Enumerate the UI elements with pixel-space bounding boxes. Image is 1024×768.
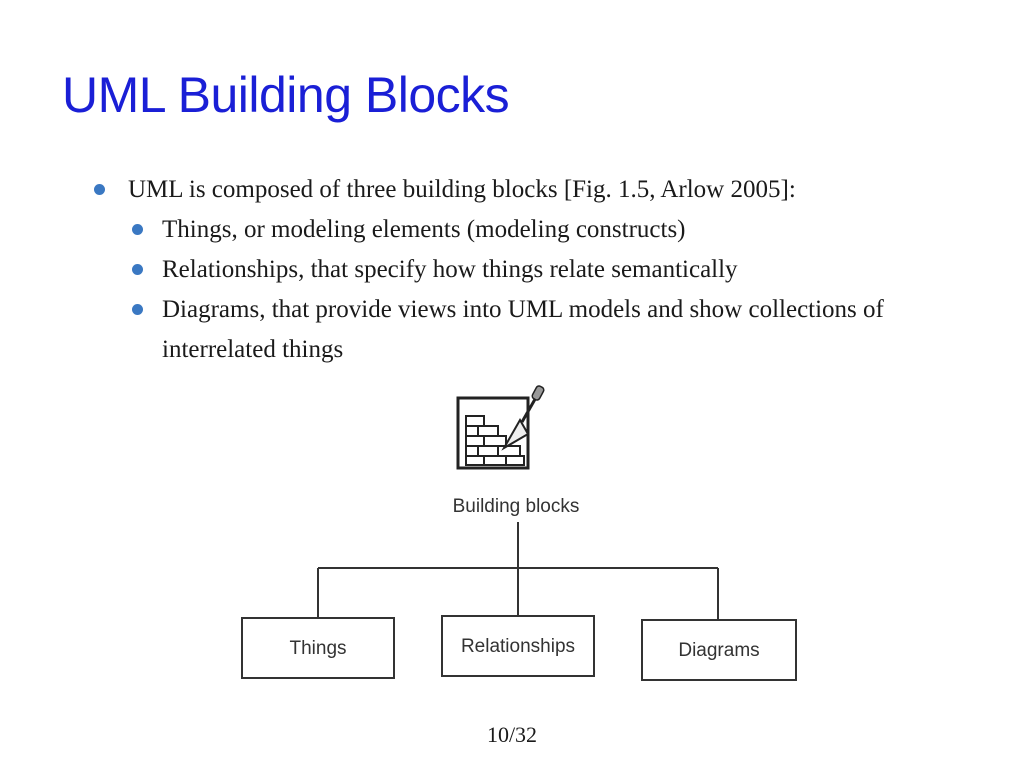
bullet-icon xyxy=(132,304,143,315)
bullet-list: UML is composed of three building blocks… xyxy=(94,170,974,370)
child-box-diagrams: Diagrams xyxy=(641,619,797,681)
child-label: Diagrams xyxy=(678,640,759,661)
child-box-relationships: Relationships xyxy=(441,615,595,677)
bullet-icon xyxy=(94,184,105,195)
bullet-text: Relationships, that specify how things r… xyxy=(162,256,738,283)
bullet-icon xyxy=(132,264,143,275)
slide-title: UML Building Blocks xyxy=(62,67,510,123)
sub-bullet-item: Relationships, that specify how things r… xyxy=(94,250,974,290)
child-box-things: Things xyxy=(241,617,395,679)
bullet-item: UML is composed of three building blocks… xyxy=(94,170,974,210)
page-number: 10/32 xyxy=(486,722,538,747)
bullet-text: UML is composed of three building blocks… xyxy=(128,176,796,203)
bullet-icon xyxy=(132,224,143,235)
sub-bullet-item: Things, or modeling elements (modeling c… xyxy=(94,210,974,250)
child-label: Things xyxy=(289,638,346,659)
root-label: Building blocks xyxy=(453,496,580,517)
sub-bullet-item: Diagrams, that provide views into UML mo… xyxy=(94,290,974,370)
bullet-text: Diagrams, that provide views into UML mo… xyxy=(162,296,884,363)
tree-connectors xyxy=(317,522,719,620)
building-blocks-figure: Building blocks Things Relationships Di xyxy=(220,364,810,694)
child-label: Relationships xyxy=(461,636,575,657)
bricks-and-trowel-icon xyxy=(456,385,545,470)
bullet-text: Things, or modeling elements (modeling c… xyxy=(162,216,686,243)
